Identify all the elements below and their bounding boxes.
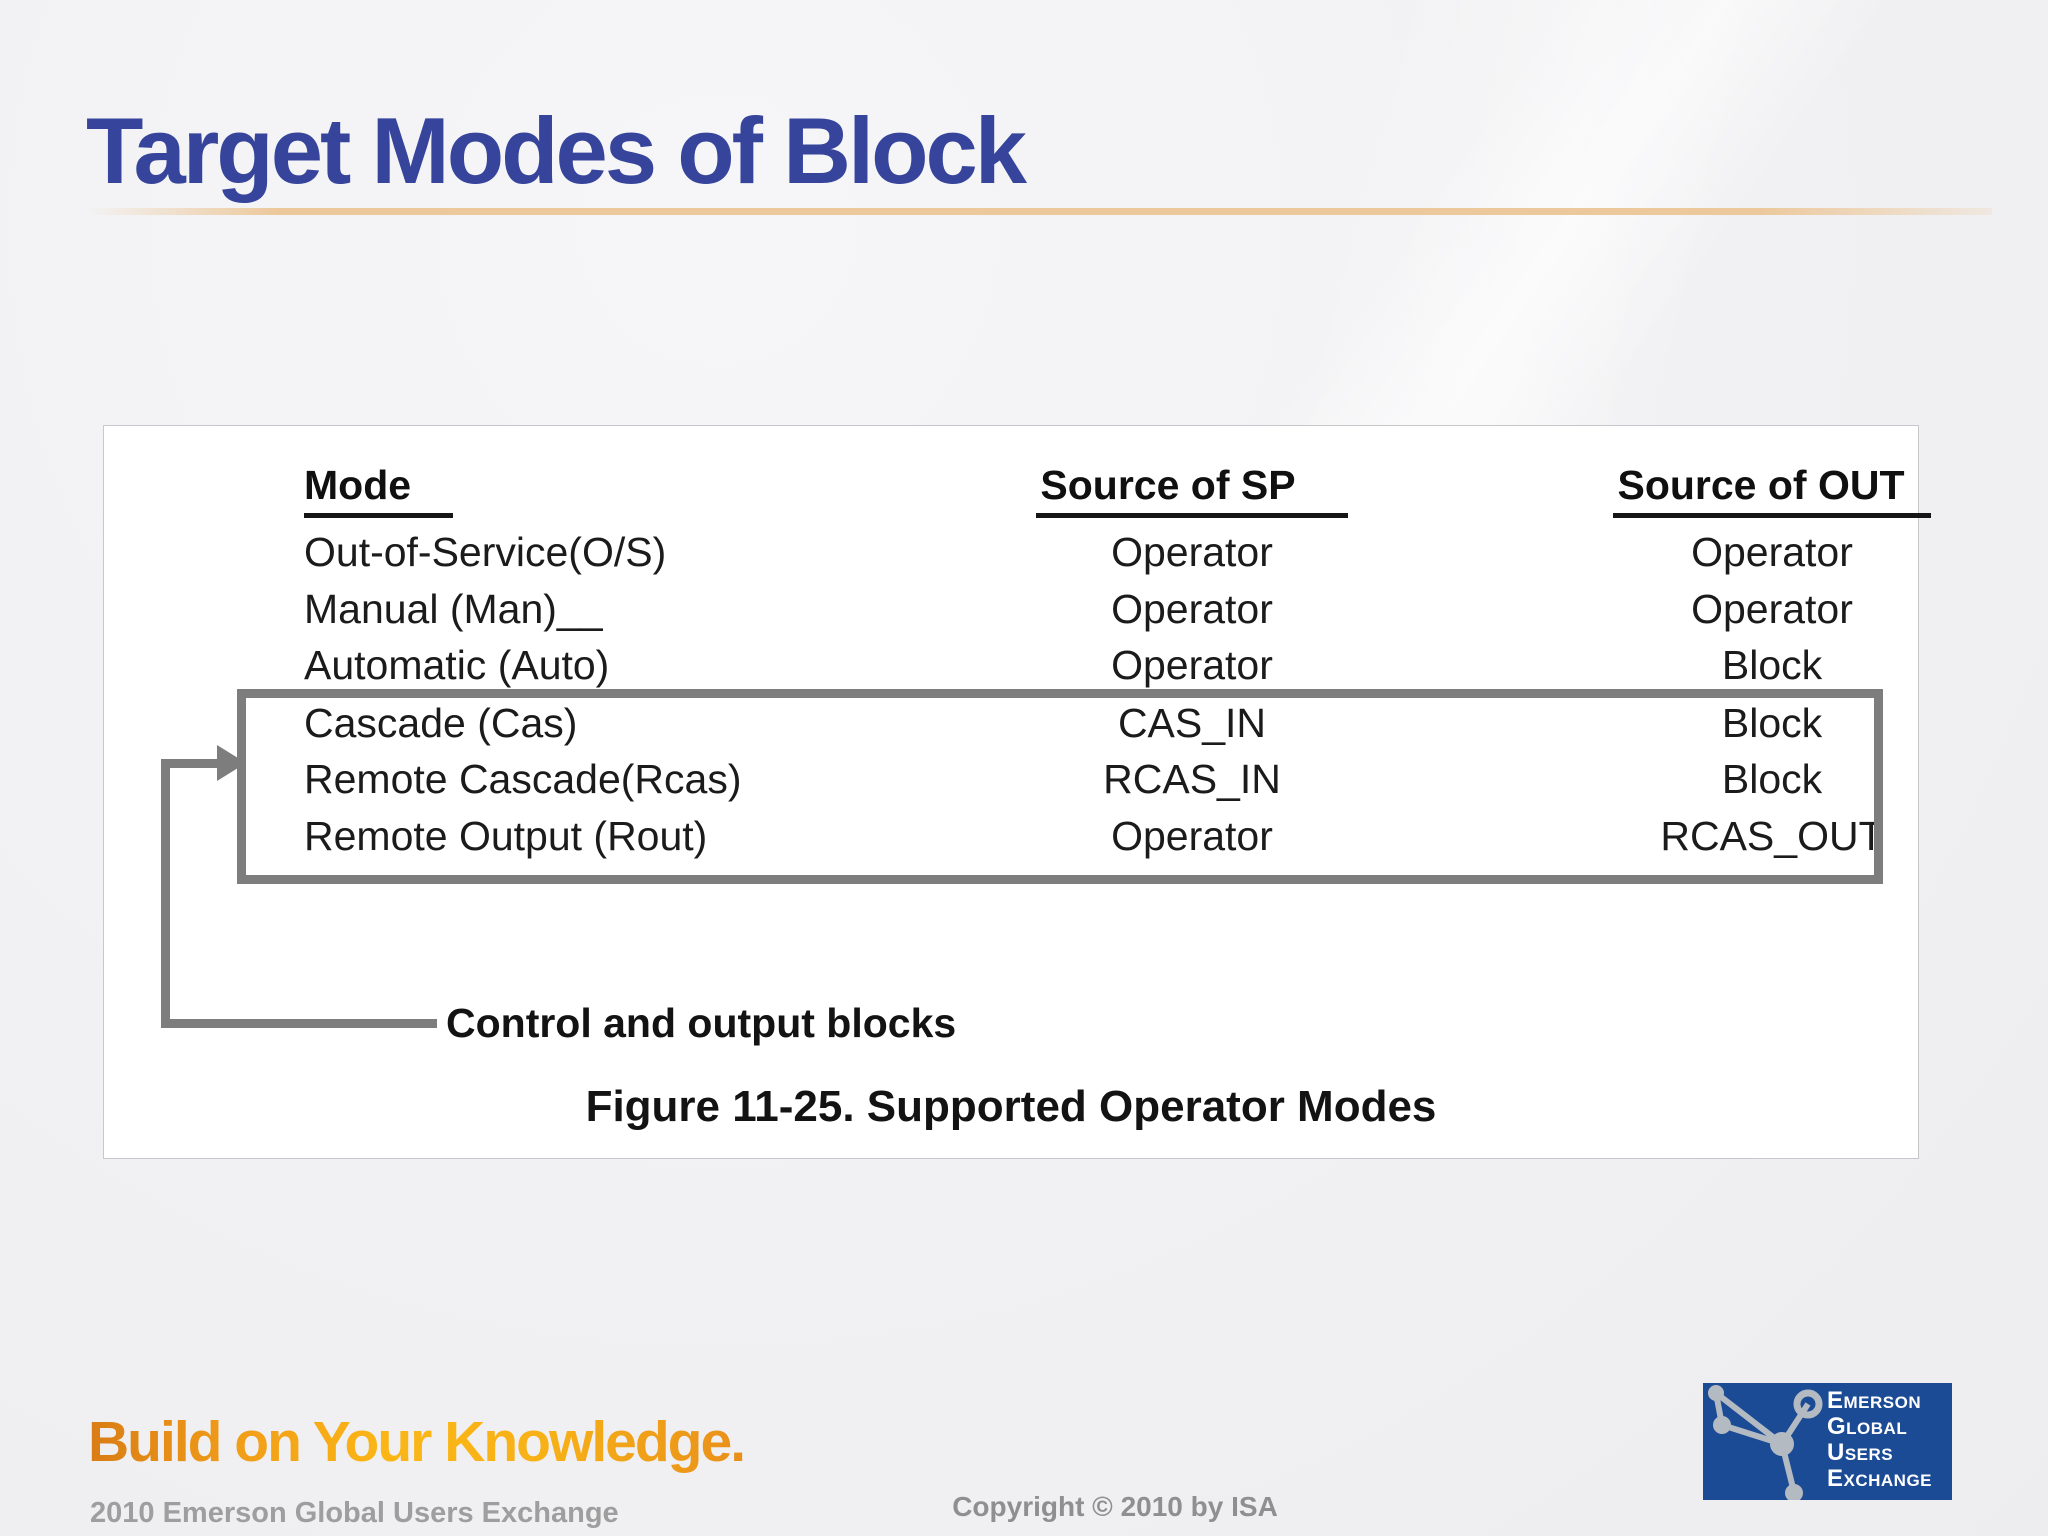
out-cell: Operator <box>1691 529 1853 575</box>
figure-panel: Mode Source of SP Source of OUT Out-of-S… <box>103 425 1931 1159</box>
out-cell: Block <box>1721 700 1823 746</box>
logo-line: Users <box>1827 1439 1894 1466</box>
logo-line: Emerson <box>1827 1387 1922 1414</box>
mode-cell: Out-of-Service(O/S) <box>304 529 667 575</box>
copyright-text: Copyright © 2010 by ISA <box>952 1491 1278 1522</box>
out-cell: Operator <box>1691 586 1853 632</box>
page-title: Target Modes of Block <box>86 98 1027 203</box>
arrow-line-bottom <box>161 1019 437 1028</box>
table-row: Remote Output (Rout) Operator RCAS_OUT <box>104 813 1918 869</box>
arrow-line-vertical <box>161 759 170 1028</box>
header-mode: Mode <box>304 462 924 518</box>
title-underline <box>84 208 1992 215</box>
logo-line: Exchange <box>1827 1465 1933 1492</box>
mode-cell: Remote Cascade(Rcas) <box>304 756 742 802</box>
table-header-row: Mode Source of SP Source of OUT <box>104 462 1931 518</box>
arrow-line-horizontal <box>161 759 223 768</box>
mode-cell: Automatic (Auto) <box>304 642 610 688</box>
header-source-of-out: Source of OUT <box>1522 462 2022 518</box>
table-row: Out-of-Service(O/S) Operator Operator <box>104 529 1918 585</box>
sp-cell: Operator <box>1111 642 1273 688</box>
arrow-head-icon <box>217 745 246 781</box>
table-row: Remote Cascade(Rcas) RCAS_IN Block <box>104 756 1918 812</box>
highlight-box <box>237 689 1883 884</box>
table-row: Manual (Man)__ Operator Operator <box>104 586 1918 642</box>
sp-cell: Operator <box>1111 586 1273 632</box>
brand-tagline: Build on Your Knowledge. <box>88 1410 746 1474</box>
figure-caption: Figure 11-25. Supported Operator Modes <box>585 1082 1437 1131</box>
sp-cell: CAS_IN <box>1117 700 1267 746</box>
sp-cell: RCAS_IN <box>1103 756 1281 802</box>
mode-cell: Manual (Man)__ <box>304 586 603 632</box>
emerson-logo: Emerson Global Users Exchange <box>1703 1383 1952 1500</box>
sp-cell: Operator <box>1111 529 1273 575</box>
out-cell: Block <box>1721 756 1823 802</box>
mode-cell: Remote Output (Rout) <box>304 813 708 859</box>
out-cell: Block <box>1721 642 1823 688</box>
callout-label: Control and output blocks <box>446 1000 957 1046</box>
event-subtitle: 2010 Emerson Global Users Exchange <box>90 1497 619 1529</box>
logo-line: Global <box>1827 1413 1908 1440</box>
table-row: Automatic (Auto) Operator Block <box>104 642 1918 698</box>
sp-cell: Operator <box>1111 813 1273 859</box>
molecule-icon <box>1708 1385 1823 1500</box>
mode-cell: Cascade (Cas) <box>304 700 578 746</box>
table-row: Cascade (Cas) CAS_IN Block <box>104 700 1918 756</box>
emerson-logo-text: Emerson Global Users Exchange <box>1827 1388 1932 1492</box>
out-cell: RCAS_OUT <box>1660 813 1884 859</box>
header-source-of-sp: Source of SP <box>972 462 1412 518</box>
